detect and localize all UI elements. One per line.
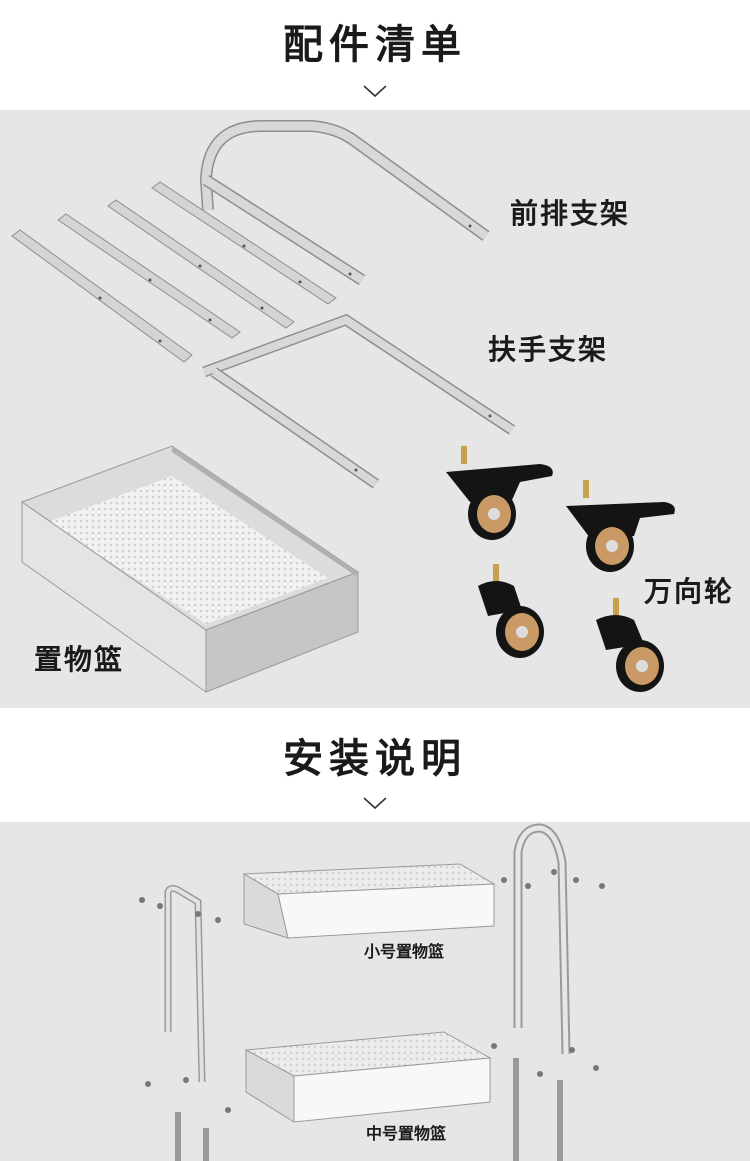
straight-bar [11,229,193,363]
label-small-basket: 小号置物篮 [364,942,445,961]
chevron-down-icon [363,85,387,98]
straight-bar [57,213,241,339]
parts-illustration [11,120,675,693]
label-medium-basket: 中号置物篮 [366,1124,447,1143]
caster-wheel [566,480,675,572]
label-basket: 置物篮 [34,643,125,676]
straight-bar [107,199,295,329]
label-handle-frame: 扶手支架 [488,333,609,366]
basket [20,445,360,693]
left-side-frame [164,884,209,1161]
install-panel: 小号置物篮 中号置物篮 [0,822,750,1161]
label-front-frame: 前排支架 [510,197,631,230]
assembly-diagram [139,823,605,1161]
caster-wheel [446,446,553,540]
chevron-down-icon [363,797,387,810]
accessories-panel: 前排支架 扶手支架 万向轮 置物篮 [0,110,750,708]
accessories-title: 配件清单 [283,22,467,68]
front-u-frame [200,120,490,286]
install-title: 安装说明 [283,736,467,782]
caster-wheel [596,598,664,692]
medium-basket [244,1031,492,1123]
right-u-handle [513,823,571,1161]
handle-frame [202,313,516,489]
straight-bar [151,181,337,305]
screw [491,869,605,1077]
screw [139,897,231,1113]
label-casters: 万向轮 [644,575,735,608]
caster-wheel [478,564,544,658]
small-basket [242,863,496,939]
